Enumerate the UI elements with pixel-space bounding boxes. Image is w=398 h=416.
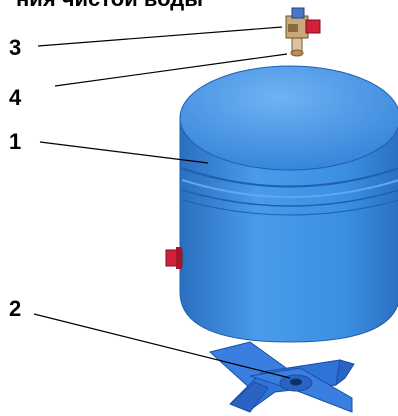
diagram-title: ния чистой воды <box>16 0 203 12</box>
callout-label-4: 4 <box>9 85 22 110</box>
side-outlet-fitting <box>165 247 183 269</box>
nipple <box>290 37 304 57</box>
leader-line-2 <box>33 313 291 379</box>
callout-label-3: 3 <box>9 35 22 60</box>
leader-line-3 <box>37 26 283 47</box>
tank-body <box>179 65 398 343</box>
cross-base-stand <box>208 341 355 413</box>
valve-with-cap <box>285 7 321 39</box>
leader-line-4 <box>54 53 288 87</box>
callout-label-1: 1 <box>9 129 22 154</box>
callout-label-2: 2 <box>9 296 22 321</box>
leader-line-1 <box>39 141 209 164</box>
